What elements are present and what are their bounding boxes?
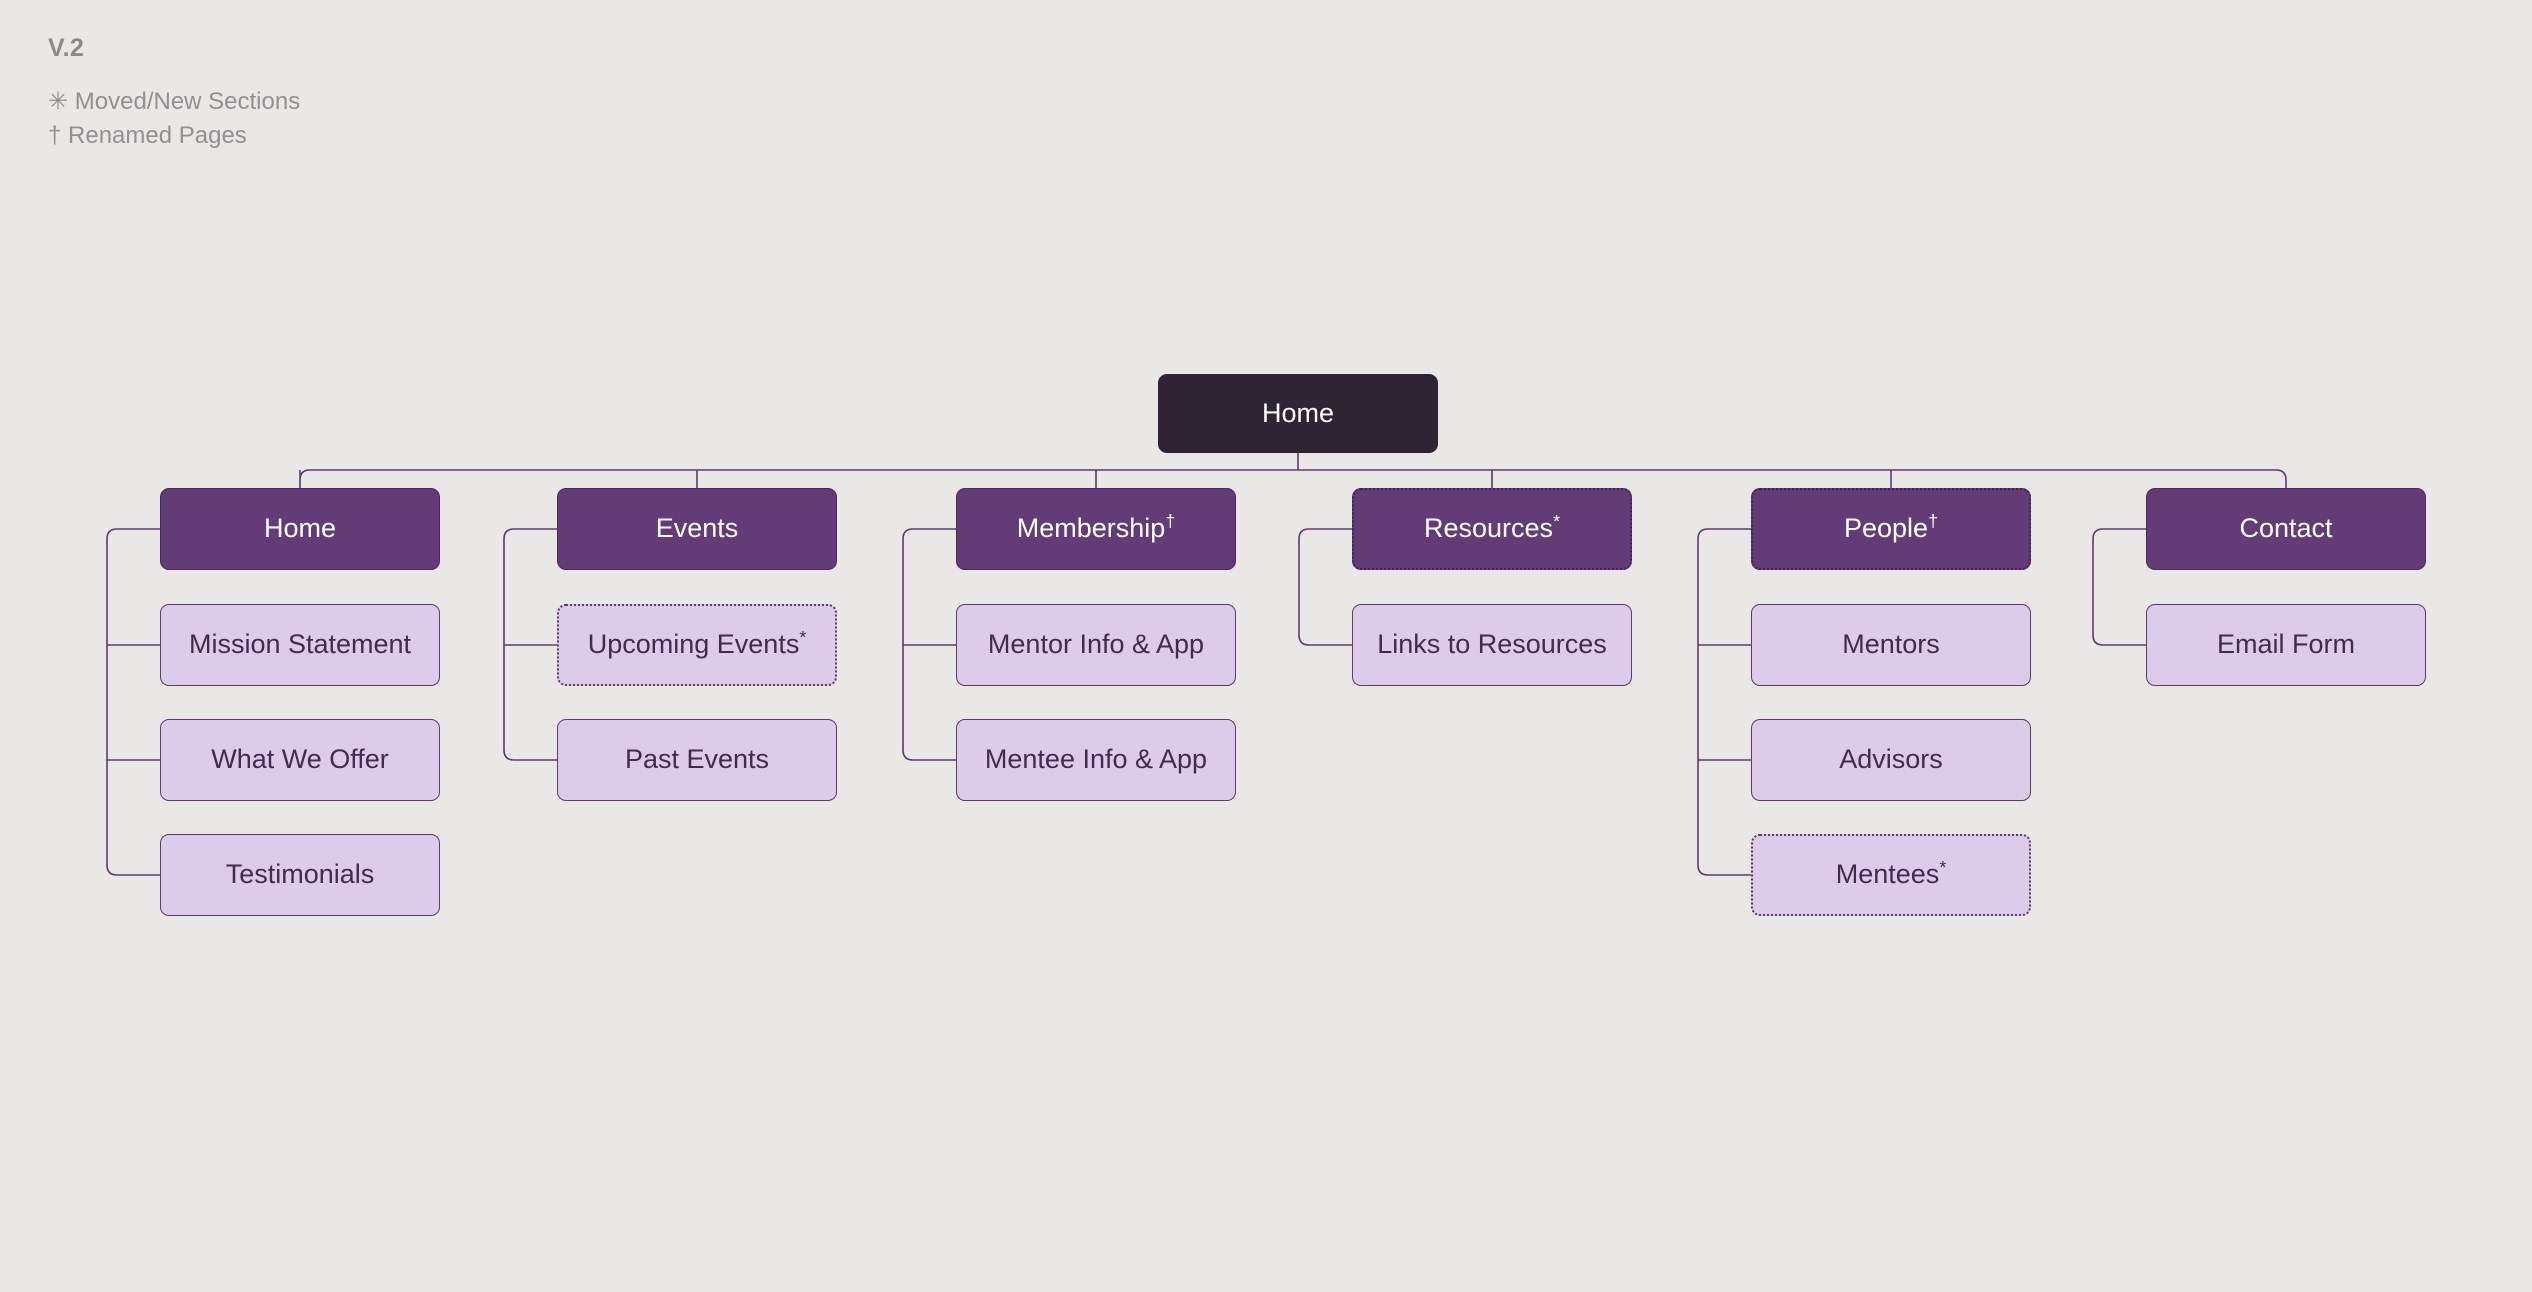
node-label: Mentor Info & App [987, 629, 1205, 660]
node-label: Past Events [624, 744, 770, 775]
node-page-people-2[interactable]: Advisors [1751, 719, 2031, 801]
node-label: Links to Resources [1377, 629, 1607, 660]
node-page-resources-1[interactable]: Links to Resources [1352, 604, 1632, 686]
node-label: What We Offer [211, 744, 389, 775]
wire-trunk-home [106, 528, 160, 876]
node-section-membership[interactable]: Membership† [956, 488, 1236, 570]
wire-trunk-membership [902, 528, 956, 761]
node-page-events-2[interactable]: Past Events [557, 719, 837, 801]
node-label: Testimonials [225, 859, 375, 890]
node-label: Mentees* [1835, 857, 1947, 890]
node-section-events[interactable]: Events [557, 488, 837, 570]
legend-moved-line: ✳ Moved/New Sections [48, 88, 301, 115]
node-marker: † [1165, 511, 1176, 532]
node-page-contact-1[interactable]: Email Form [2146, 604, 2426, 686]
node-marker: † [1928, 511, 1938, 532]
node-label: Advisors [1839, 744, 1943, 775]
node-label: Events [655, 513, 739, 544]
node-section-contact[interactable]: Contact [2146, 488, 2426, 570]
node-label: Contact [2239, 513, 2333, 544]
node-page-events-1[interactable]: Upcoming Events* [557, 604, 837, 686]
node-page-people-1[interactable]: Mentors [1751, 604, 2031, 686]
legend: V.2 ✳ Moved/New Sections † Renamed Pages [48, 36, 300, 153]
node-label: Home [1261, 397, 1335, 428]
node-label: Upcoming Events* [587, 627, 807, 660]
wire-trunk-contact [2092, 528, 2146, 646]
legend-renamed-line: † Renamed Pages [48, 122, 247, 150]
wire-distribution-bus [299, 469, 2287, 488]
wire-trunk-people [1697, 528, 1751, 876]
node-label: Resources* [1424, 511, 1560, 544]
node-label: Mentors [1842, 629, 1940, 660]
legend-version: V.2 [48, 34, 85, 62]
node-marker: * [1939, 857, 1947, 878]
node-section-resources[interactable]: Resources* [1352, 488, 1632, 570]
node-label: People† [1844, 511, 1938, 544]
node-page-membership-2[interactable]: Mentee Info & App [956, 719, 1236, 801]
node-label: Mentee Info & App [984, 744, 1208, 775]
node-root-home[interactable]: Home [1158, 374, 1438, 453]
wire-trunk-events [503, 528, 557, 761]
wire-trunk-resources [1298, 528, 1352, 646]
node-marker: * [799, 627, 807, 648]
node-page-home-3[interactable]: Testimonials [160, 834, 440, 916]
node-page-home-1[interactable]: Mission Statement [160, 604, 440, 686]
node-section-home[interactable]: Home [160, 488, 440, 570]
node-label: Home [263, 513, 337, 544]
node-marker: * [1553, 511, 1560, 532]
node-page-membership-1[interactable]: Mentor Info & App [956, 604, 1236, 686]
node-page-people-3[interactable]: Mentees* [1751, 834, 2031, 916]
node-page-home-2[interactable]: What We Offer [160, 719, 440, 801]
node-label: Email Form [2216, 629, 2355, 660]
node-label: Mission Statement [188, 629, 412, 660]
node-label: Membership† [1016, 511, 1176, 544]
node-section-people[interactable]: People† [1751, 488, 2031, 570]
